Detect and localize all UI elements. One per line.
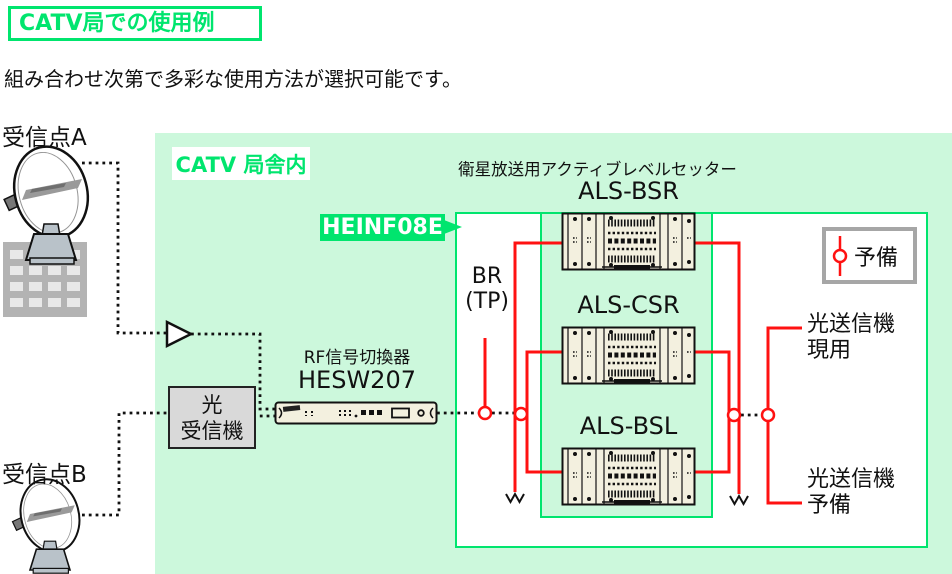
als-bsl-label: ALS-BSL (579, 412, 678, 440)
br-test-point-label: BR (TP) (455, 264, 519, 314)
signal-path-b (82, 411, 167, 517)
transmitter-spare-jack (760, 407, 776, 423)
spare-legend: 予備 (822, 227, 917, 284)
spare-legend-text: 予備 (854, 245, 899, 271)
output-spare-jack (726, 407, 742, 423)
station-label: CATV 局舎内 (172, 147, 310, 180)
optical-receiver-line1: 光 (201, 392, 223, 417)
rf-switch-type: RF信号切換器 (303, 348, 411, 368)
als-csr-label: ALS-CSR (577, 291, 680, 319)
rf-switch-label: RF信号切換器 HESW207 (281, 348, 433, 392)
optical-transmitter-active-label: 光送信機 現用 (807, 312, 895, 364)
als-bsr-device (563, 214, 695, 270)
page-subtitle: 組み合わせ次第で多彩な使用方法が選択可能です。 (4, 67, 462, 91)
reception-point-b-label: 受信点B (2, 462, 87, 488)
heinf08e-model: HEINF08E (322, 215, 443, 240)
signal-path-a-to-switch (191, 332, 276, 411)
rf-switch-model: HESW207 (298, 366, 416, 394)
page-title: CATV局での使用例 (8, 6, 262, 41)
input-spare-jack (513, 406, 529, 422)
tx-active-line1: 光送信機 (807, 312, 896, 337)
optical-receiver-box: 光 受信機 (168, 386, 256, 449)
rf-wiring (483, 241, 802, 505)
tx-active-line2: 現用 (807, 338, 852, 363)
tx-spare-line2: 予備 (807, 493, 852, 518)
als-bsr-label: ALS-BSR (578, 177, 679, 205)
als-csr-device (563, 328, 695, 384)
br-label-line1: BR (471, 264, 503, 289)
terminator-icon-left (505, 491, 525, 505)
signal-path-a (82, 161, 166, 335)
level-setter-title: 衛星放送用アクティブレベルセッター (458, 160, 737, 179)
optical-transmitter-spare-label: 光送信機 予備 (807, 467, 895, 519)
heinf08e-callout: HEINF08E (320, 214, 462, 241)
br-test-point-jack (477, 405, 493, 421)
amplifier-icon (165, 319, 194, 349)
br-label-line2: (TP) (465, 289, 509, 314)
spare-jack-icon (832, 235, 848, 276)
als-bsl-device (563, 449, 695, 505)
terminator-icon-right (729, 493, 749, 507)
reception-point-a-label: 受信点A (2, 125, 87, 151)
hesw207-device (274, 401, 438, 425)
optical-receiver-line2: 受信機 (180, 418, 244, 443)
tx-spare-line1: 光送信機 (807, 467, 896, 492)
